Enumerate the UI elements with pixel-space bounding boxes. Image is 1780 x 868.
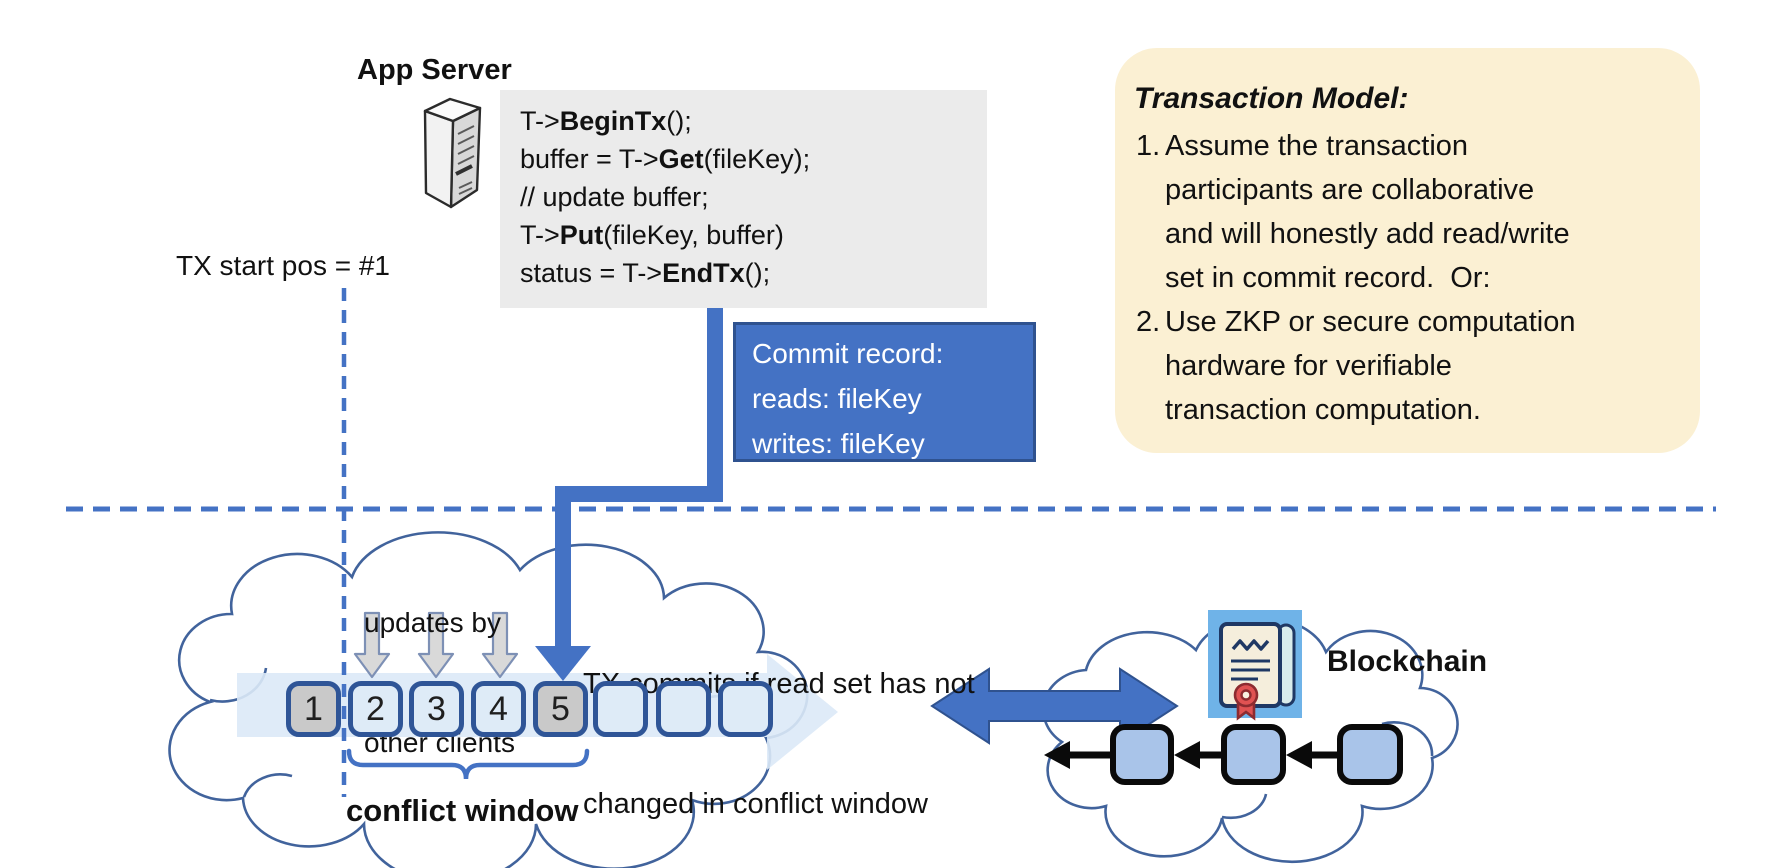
transaction-model-note: Transaction Model: 1. Assume the transac… xyxy=(1115,48,1700,453)
code-line: buffer = T->Get(fileKey); xyxy=(520,144,811,174)
down-arrow-icon xyxy=(417,611,455,679)
tx-start-pos-label: TX start pos = #1 xyxy=(176,250,390,281)
note-item: 1. Assume the transaction participants a… xyxy=(1127,124,1686,300)
note-line: transaction computation. xyxy=(1165,394,1481,426)
block-square: 4 xyxy=(471,681,526,737)
block-square xyxy=(718,681,773,737)
block-square xyxy=(593,681,648,737)
down-arrow-icon xyxy=(481,611,519,679)
updates-line: updates by xyxy=(364,607,501,638)
commit-flow-arrow xyxy=(535,305,723,681)
commit-record-line: reads: fileKey xyxy=(752,383,922,414)
code-line: T->Put(fileKey, buffer) xyxy=(520,220,784,250)
note-line: Use ZKP or secure computation xyxy=(1165,306,1576,338)
down-arrow-icon xyxy=(353,611,391,679)
block-square xyxy=(656,681,711,737)
note-line: and will honestly add read/write xyxy=(1165,218,1570,250)
commit-record-line: writes: fileKey xyxy=(752,428,925,459)
block-square: 3 xyxy=(409,681,464,737)
blockchain-blocks xyxy=(1044,724,1403,785)
block-square: 1 xyxy=(286,681,341,737)
commit-record-box: Commit record: reads: fileKey writes: fi… xyxy=(733,322,1036,462)
block-square: 5 xyxy=(533,681,588,737)
server-icon xyxy=(423,97,482,209)
note-item-number: 1. xyxy=(1136,130,1161,162)
note-line: Assume the transaction xyxy=(1165,130,1469,162)
block-square: 2 xyxy=(348,681,403,737)
blockchain-label: Blockchain xyxy=(1327,645,1488,678)
sync-double-arrow xyxy=(930,667,1179,745)
note-line: participants are collaborative xyxy=(1165,174,1535,206)
transaction-code-block: T->BeginTx(); buffer = T->Get(fileKey); … xyxy=(500,90,987,308)
code-line: T->BeginTx(); xyxy=(520,106,692,136)
note-title: Transaction Model: xyxy=(1134,82,1409,115)
note-item-number: 2. xyxy=(1136,306,1161,338)
note-item: 2. Use ZKP or secure computation hardwar… xyxy=(1127,300,1686,432)
note-line: hardware for verifiable xyxy=(1165,350,1452,382)
code-line: status = T->EndTx(); xyxy=(520,258,771,288)
note-line: set in commit record. Or: xyxy=(1165,262,1491,294)
commits-line: changed in conflict window xyxy=(583,788,928,820)
other-client-update-arrows xyxy=(353,611,519,679)
smart-contract-icon xyxy=(1208,610,1302,721)
app-server-title: App Server xyxy=(357,54,512,86)
conflict-window-label: conflict window xyxy=(346,793,579,828)
conflict-window-brace xyxy=(346,748,590,780)
commit-record-line: Commit record: xyxy=(752,338,944,369)
code-line: // update buffer; xyxy=(520,182,709,212)
